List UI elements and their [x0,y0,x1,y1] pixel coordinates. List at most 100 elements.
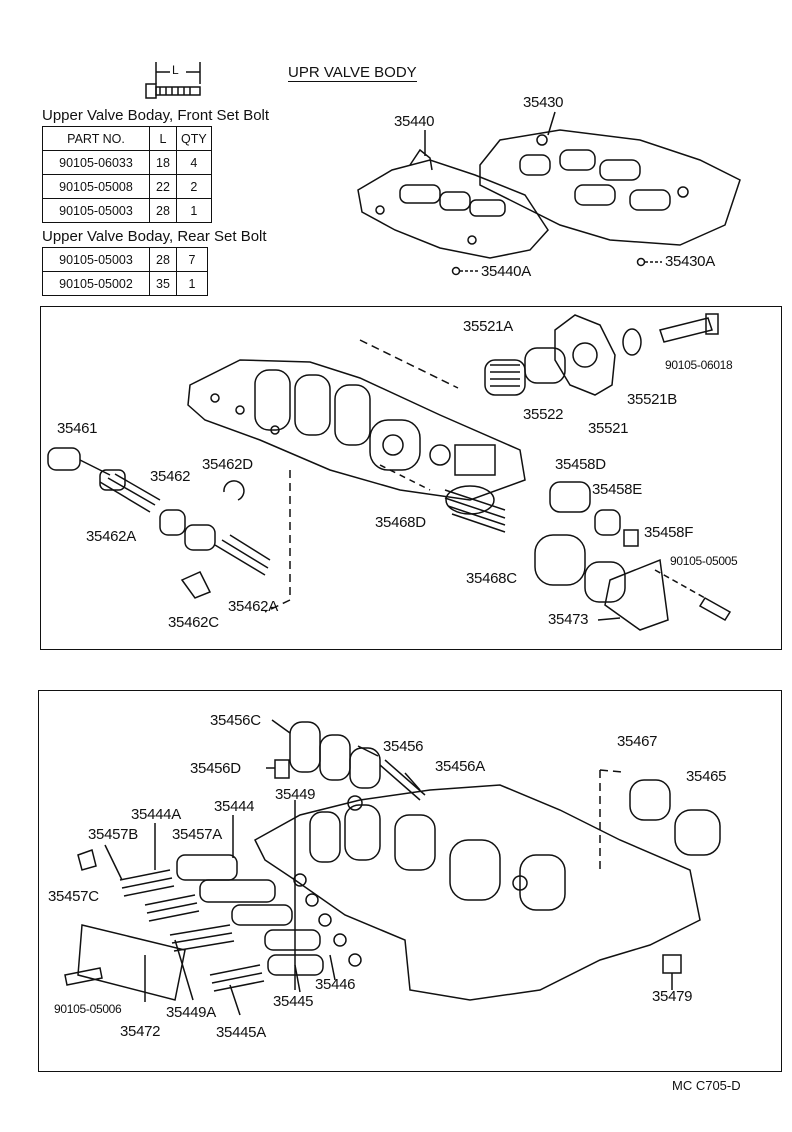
part-number-cell: 90105-06033 [42,150,150,175]
spool-35456 [289,721,426,801]
plunger-35445 [264,929,321,951]
bolt-05006 [64,967,103,986]
length-cell: 28 [149,198,177,223]
valve-body-lower [254,784,701,1001]
part-label: 90105-05006 [54,1002,122,1016]
rear-table-caption: Upper Valve Boday, Rear Set Bolt [42,228,267,245]
plug-35458D [549,481,591,513]
bolt-dimension-icon [145,62,201,99]
washer-35521B [622,328,642,356]
part-label: 35465 [686,768,727,785]
spring-35468D [444,485,506,533]
table-row: 90105-05003 28 7 [42,247,208,272]
plunger-35522 [524,347,566,384]
block-35456D [274,759,290,779]
part-label: 35456A [435,758,485,775]
part-label: 35522 [523,406,564,423]
part-label: 90105-05005 [670,554,738,568]
part-label: 35444 [214,798,255,815]
part-label: 35440A [481,263,531,280]
front-table-caption: Upper Valve Boday, Front Set Bolt [42,107,270,124]
part-label: 35473 [548,611,589,628]
sleeve-35521 [554,314,616,396]
bolt-05005 [698,596,732,622]
part-label: 35444A [131,806,181,823]
column-header: L [149,126,177,151]
diagram-title: UPR VALVE BODY [288,64,417,82]
part-label: 35472 [120,1023,161,1040]
part-label: 35521A [463,318,513,335]
plate-35472 [77,924,186,1001]
retainer-35462C [180,571,212,599]
length-cell: 28 [149,247,177,272]
part-label: 35462C [168,614,219,631]
spring-35521A [484,359,526,396]
part-label: 35457C [48,888,99,905]
column-header: QTY [176,126,212,151]
table-header-row: PART NO. L QTY [42,126,212,151]
part-label: 35468D [375,514,426,531]
table-row: 90105-05003 28 1 [42,198,212,223]
part-label: 35462D [202,456,253,473]
part-label: 35456D [190,760,241,777]
rear-set-bolt-table: 90105-05003 28 7 90105-05002 35 1 [42,247,208,296]
table-row: 90105-05002 35 1 [42,271,208,296]
part-label: 35457B [88,826,138,843]
springs-left [119,869,265,992]
plug-35465 [674,809,721,856]
lower-section-frame [38,690,782,1072]
part-label: 35430A [665,253,715,270]
part-number-cell: 90105-05003 [42,198,150,223]
part-label: 35449 [275,786,316,803]
length-cell: 18 [149,150,177,175]
spool-35461 [47,447,271,576]
table-row: 90105-05008 22 2 [42,174,212,199]
part-label: 90105-06018 [665,358,733,372]
part-label: 35456C [210,712,261,729]
table-row: 90105-06033 18 4 [42,150,212,175]
part-label: 35430 [523,94,564,111]
part-label: 35445A [216,1024,266,1041]
part-label: 35445 [273,993,314,1010]
drawing-code: MC C705-D [672,1078,741,1093]
qty-cell: 1 [176,198,212,223]
pin-35458F [623,529,639,547]
part-label: 35479 [652,988,693,1005]
part-label: 35458E [592,481,642,498]
part-label: 35462 [150,468,191,485]
part-label: 35458F [644,524,694,541]
plate-35473 [604,558,669,631]
clip-35457C [77,849,97,871]
bolt-length-label: L [172,63,179,77]
part-label: 35462A [228,598,278,615]
part-label: 35457A [172,826,222,843]
qty-cell: 7 [176,247,208,272]
part-number-cell: 90105-05002 [42,271,150,296]
middle-section-frame [40,306,782,650]
part-label: 35461 [57,420,98,437]
part-number-cell: 90105-05003 [42,247,150,272]
part-number-cell: 90105-05008 [42,174,150,199]
length-cell: 22 [149,174,177,199]
clip-35462D [223,480,245,501]
length-cell: 35 [149,271,177,296]
qty-cell: 2 [176,174,212,199]
part-label: 35449A [166,1004,216,1021]
valve-body-35430 [479,129,741,246]
part-label: 35456 [383,738,424,755]
valve-body-middle [187,359,526,501]
column-header: PART NO. [42,126,150,151]
part-label: 35440 [394,113,435,130]
valve-body-35440 [357,148,549,259]
part-label: 35521B [627,391,677,408]
part-label: 35446 [315,976,356,993]
part-label: 35467 [617,733,658,750]
qty-cell: 1 [176,271,208,296]
part-label: 35468C [466,570,517,587]
front-set-bolt-table: PART NO. L QTY 90105-06033 18 4 90105-05… [42,126,212,223]
part-label: 35458D [555,456,606,473]
part-label: 35521 [588,420,629,437]
plug-35458E [594,509,621,536]
part-label: 35462A [86,528,136,545]
